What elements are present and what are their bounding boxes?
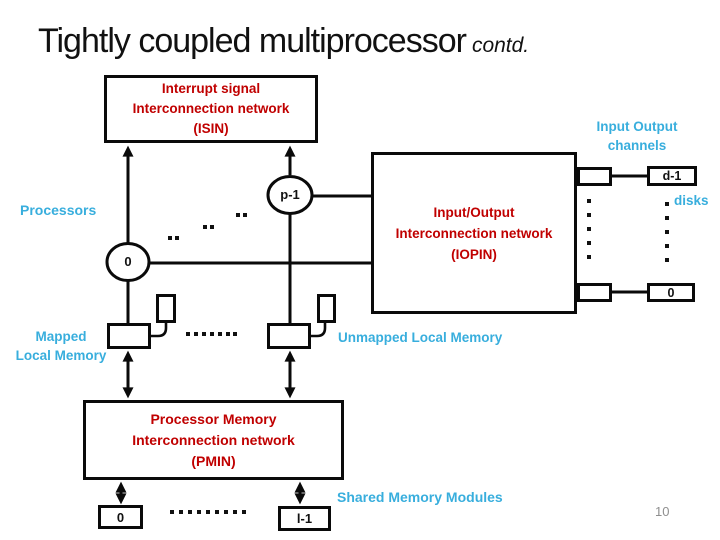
shared-memory-first-label: 0 [116, 509, 125, 525]
isin-line2: Interconnection network [132, 101, 290, 116]
iopin-line3: (IOPIN) [451, 246, 497, 262]
processor-ellipsis-dots [168, 213, 247, 240]
iopin-line2: Interconnection network [395, 225, 553, 241]
shared-memory-last-label: l-1 [296, 511, 313, 526]
io-channel-box-top [577, 167, 612, 186]
io-channels-line2: channels [607, 138, 667, 153]
io-channels-line1: Input Output [596, 119, 678, 134]
shared-memory-box-last: l-1 [278, 506, 331, 531]
isin-line3: (ISIN) [193, 121, 229, 136]
channel-ellipsis-dots [587, 199, 591, 259]
pmin-box: Processor Memory Interconnection network… [83, 400, 344, 480]
shared-memory-ellipsis-dots [170, 510, 246, 514]
shared-memory-modules-label: Shared Memory Modules [337, 489, 503, 505]
processor-p1-circle [266, 175, 314, 215]
mapped-local-memory-box [107, 323, 151, 349]
isin-box: Interrupt signal Interconnection network… [104, 75, 318, 143]
mapped-line2: Local Memory [15, 348, 107, 363]
hook-right [310, 322, 327, 338]
unmapped-local-memory-box [267, 323, 311, 349]
pmin-line2: Interconnection network [132, 431, 295, 448]
io-channel-box-bottom [577, 283, 612, 302]
iopin-box: Input/Output Interconnection network (IO… [371, 152, 577, 314]
memory-ellipsis-dots [186, 332, 237, 336]
disk-first-label: 0 [667, 285, 675, 300]
iopin-line1: Input/Output [433, 204, 515, 220]
processor-0-circle [105, 242, 151, 282]
title-text: Tightly coupled multiprocessor [38, 22, 467, 60]
unmapped-local-memory-label: Unmapped Local Memory [338, 330, 503, 345]
disks-label: disks [674, 193, 709, 208]
processors-label: Processors [20, 202, 97, 218]
page-number: 10 [655, 504, 670, 519]
disk-box-first: 0 [647, 283, 695, 302]
unmapped-local-memory-port [317, 294, 336, 323]
processor-p1-label: p-1 [280, 187, 300, 202]
disk-ellipsis-dots [665, 202, 669, 262]
disk-box-last: d-1 [647, 166, 697, 186]
isin-line1: Interrupt signal [161, 81, 261, 96]
shared-memory-box-first: 0 [98, 505, 143, 529]
mapped-local-memory-port [156, 294, 176, 323]
mapped-line1: Mapped [35, 329, 87, 344]
pmin-line3: (PMIN) [191, 452, 236, 469]
io-channels-label: Input Output channels [578, 117, 696, 155]
hook-left [150, 322, 168, 338]
disk-last-label: d-1 [662, 169, 682, 183]
pmin-line1: Processor Memory [150, 410, 277, 427]
processor-0-label: 0 [124, 254, 132, 269]
title-suffix: contd. [471, 34, 530, 57]
mapped-local-memory-label: Mapped Local Memory [2, 327, 120, 365]
